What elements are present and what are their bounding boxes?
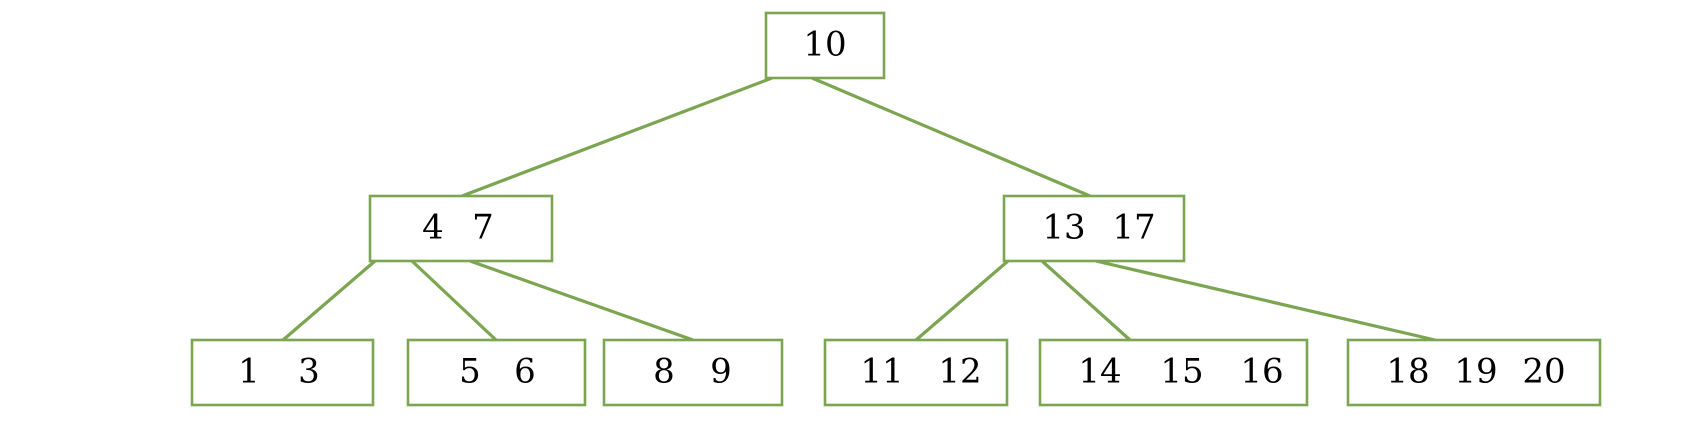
- node-key-leaf-3-0: 8: [653, 352, 675, 392]
- tree-edge-internal-left-to-leaf-3: [469, 259, 694, 342]
- node-key-internal-right-1: 17: [1112, 208, 1155, 248]
- tree-edge-internal-right-to-leaf-6: [1095, 259, 1436, 342]
- node-box-leaf-1: [190, 338, 375, 407]
- tree-edge-internal-right-to-leaf-4: [914, 259, 1010, 342]
- node-key-leaf-6-1: 19: [1454, 352, 1497, 392]
- node-key-leaf-5-1: 15: [1160, 352, 1203, 392]
- node-key-internal-left-0: 4: [422, 208, 444, 248]
- node-key-internal-left-1: 7: [472, 208, 494, 248]
- node-key-root-0: 10: [803, 25, 846, 65]
- tree-node-internal-right[interactable]: 13 17: [1002, 194, 1186, 263]
- node-key-leaf-4-0: 11: [860, 352, 903, 392]
- node-key-leaf-6-0: 18: [1386, 352, 1429, 392]
- tree-edge-root-to-internal-right: [811, 76, 1091, 198]
- tree-node-root[interactable]: 10: [764, 11, 886, 80]
- node-key-leaf-5-2: 16: [1240, 352, 1283, 392]
- node-key-leaf-2-1: 6: [514, 352, 536, 392]
- tree-node-leaf-4[interactable]: 11 12: [823, 338, 1009, 407]
- node-key-internal-right-0: 13: [1042, 208, 1085, 248]
- tree-edge-internal-left-to-leaf-1: [281, 259, 377, 342]
- tree-edge-root-to-internal-left: [461, 76, 773, 198]
- node-key-leaf-5-0: 14: [1078, 352, 1121, 392]
- tree-node-leaf-6[interactable]: 18 19 20: [1346, 338, 1602, 407]
- node-key-leaf-6-2: 20: [1522, 352, 1565, 392]
- node-box-leaf-4: [823, 338, 1009, 407]
- tree-edge-internal-right-to-leaf-5: [1040, 259, 1132, 342]
- node-box-leaf-5: [1038, 338, 1309, 407]
- node-box-leaf-2: [406, 338, 587, 407]
- node-key-leaf-1-1: 3: [298, 352, 320, 392]
- tree-node-leaf-5[interactable]: 14 15 16: [1038, 338, 1309, 407]
- node-box-internal-left: [368, 194, 554, 263]
- node-key-leaf-1-0: 1: [238, 352, 260, 392]
- node-key-leaf-3-1: 9: [710, 352, 732, 392]
- node-key-leaf-4-1: 12: [938, 352, 981, 392]
- node-box-internal-right: [1002, 194, 1186, 263]
- tree-edge-internal-left-to-leaf-2: [410, 259, 498, 342]
- node-box-leaf-6: [1346, 338, 1602, 407]
- node-key-leaf-2-0: 5: [459, 352, 481, 392]
- node-box-root: [764, 11, 886, 80]
- tree-edges-group: [281, 76, 1436, 342]
- node-box-leaf-3: [602, 338, 784, 407]
